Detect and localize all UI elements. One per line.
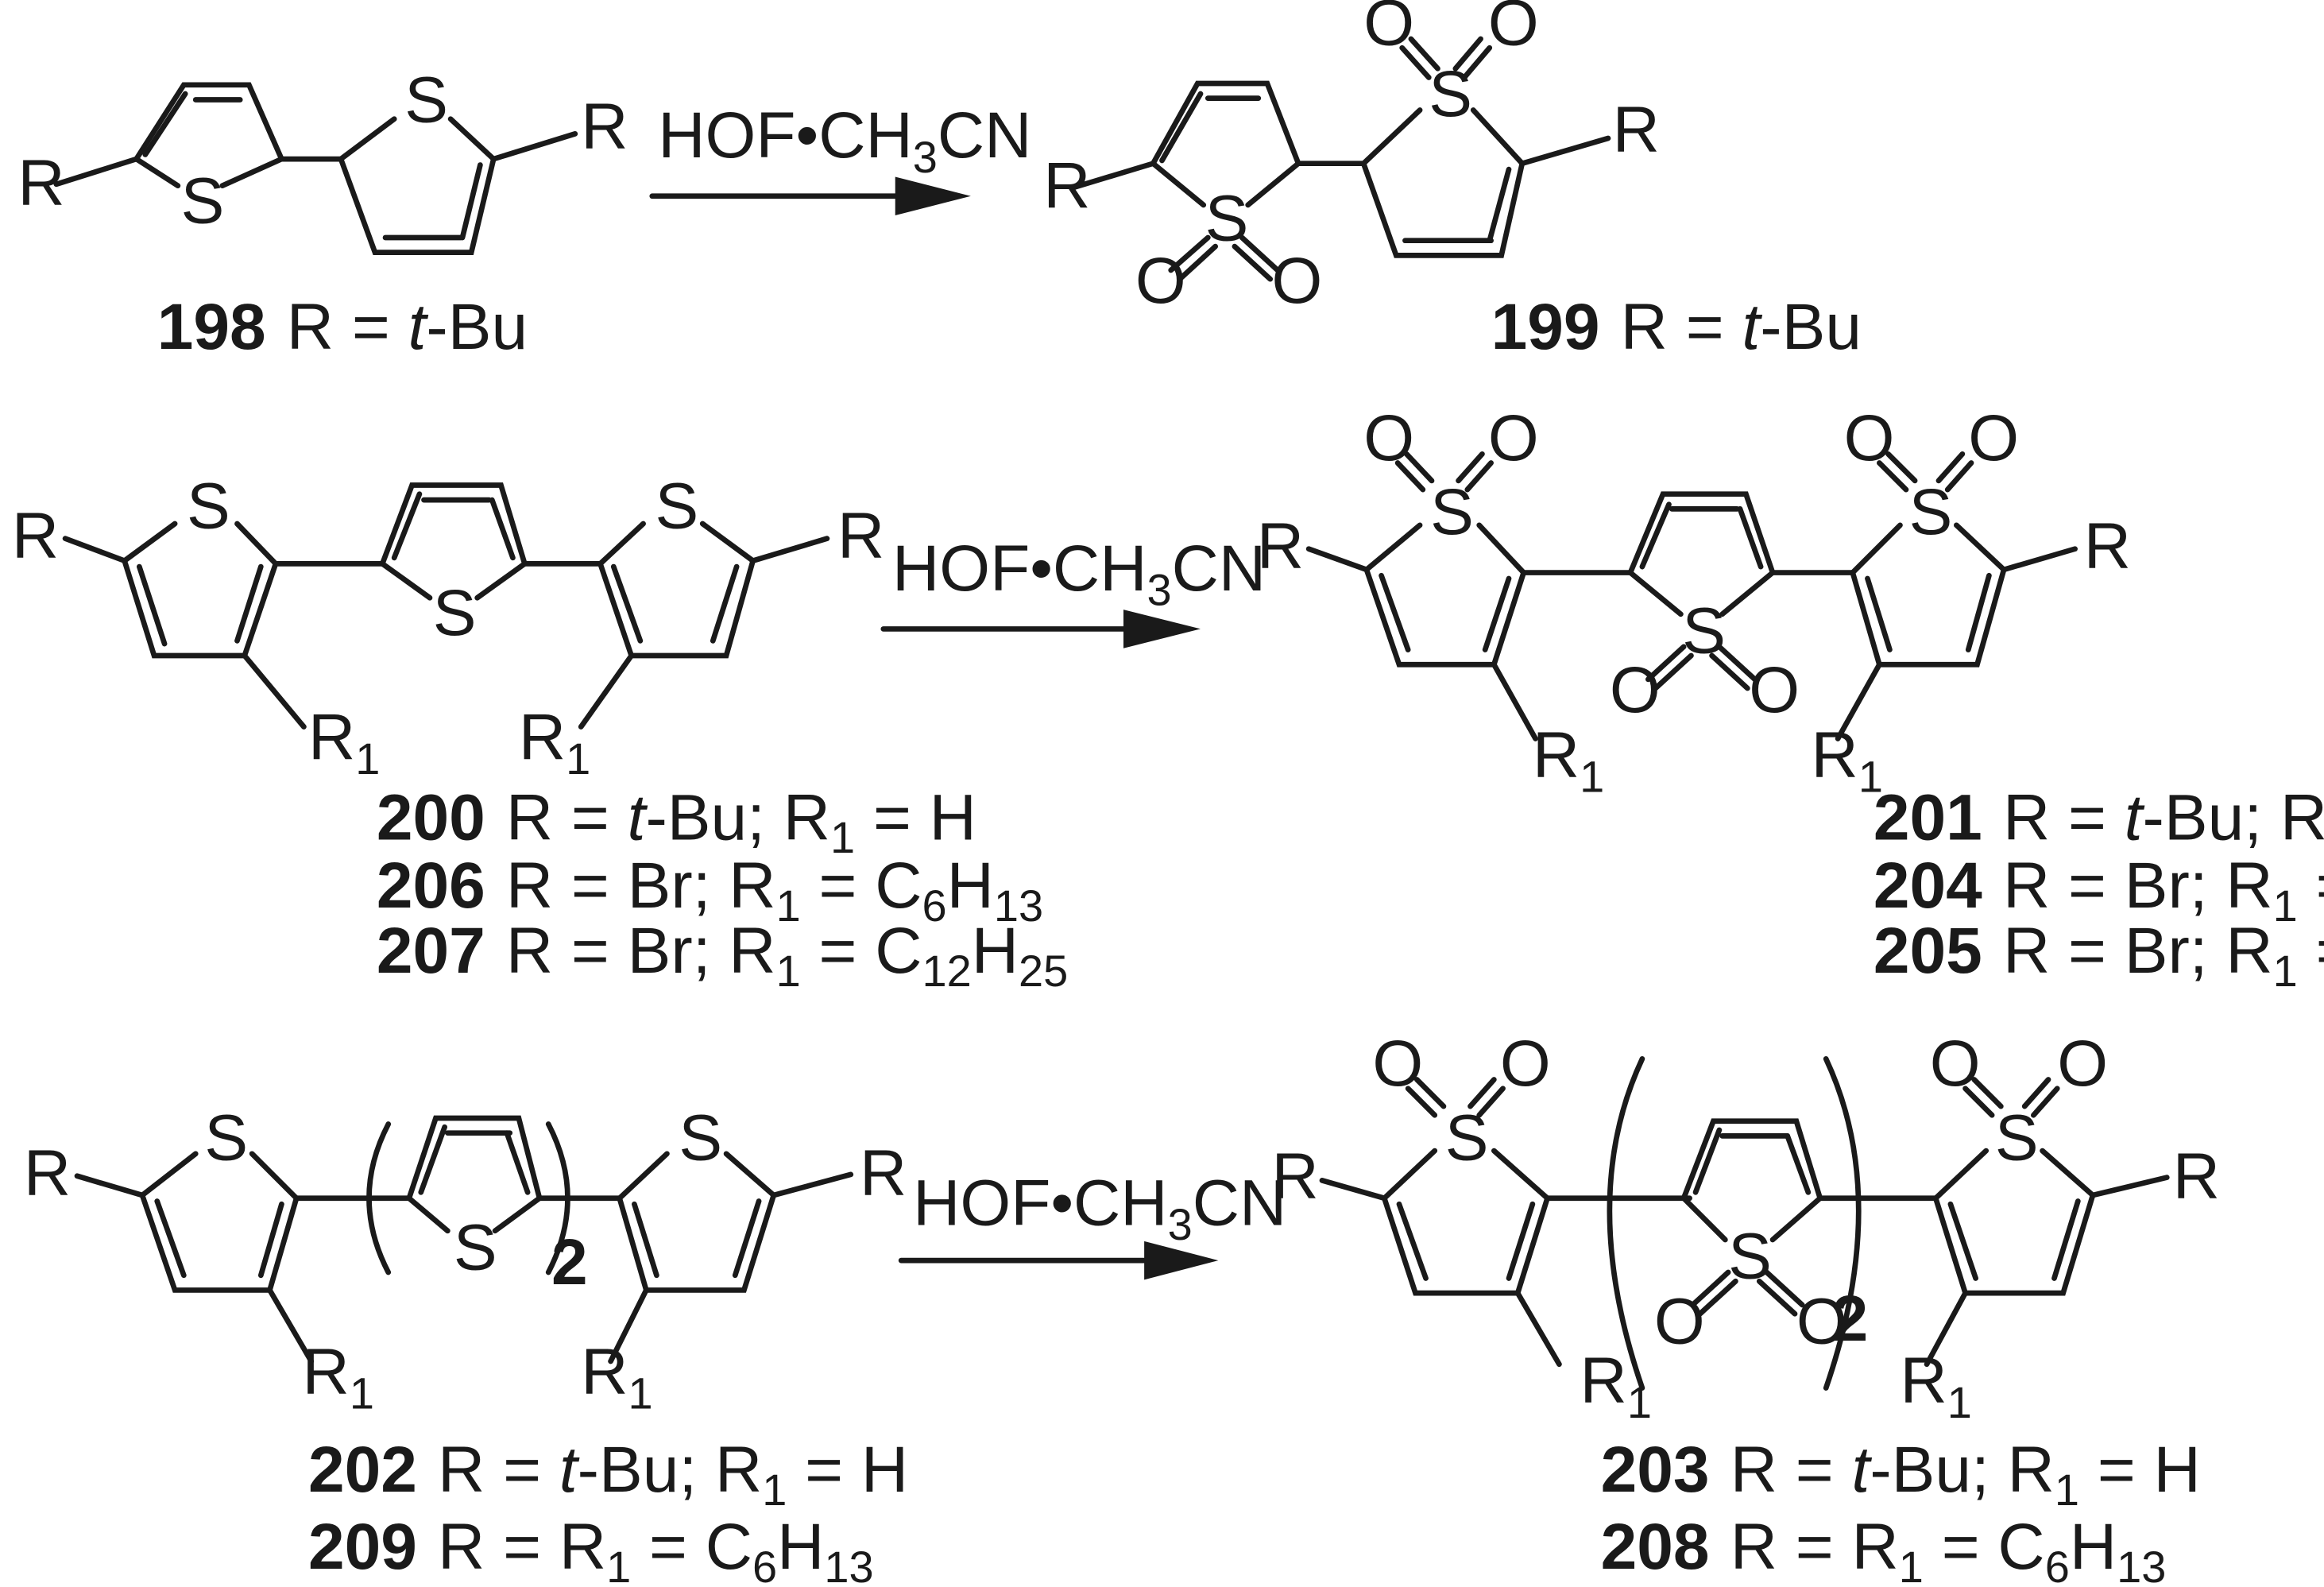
repeat-count: 2: [551, 1226, 588, 1299]
atom-R: R: [1613, 94, 1660, 166]
atom-R: R: [24, 1137, 71, 1210]
atom-R: R: [12, 500, 59, 572]
atom-R1: R1: [1900, 1345, 1971, 1427]
atom-S: S: [1728, 1220, 1772, 1292]
atom-R: R: [860, 1137, 907, 1210]
atom-O: O: [1610, 654, 1661, 726]
atom-O: O: [1272, 245, 1323, 317]
atom-R: R: [581, 91, 628, 163]
atom-O: O: [1500, 1028, 1551, 1100]
atom-S: S: [1429, 58, 1472, 130]
structure-198: S S R R: [17, 64, 628, 255]
reaction-arrow-1: HOF•CH3CN: [649, 99, 1031, 215]
atom-O: O: [1749, 654, 1800, 726]
atom-O: O: [1363, 402, 1414, 474]
atom-S: S: [1445, 1101, 1489, 1174]
atom-S: S: [181, 165, 225, 237]
atom-O: O: [1488, 0, 1539, 59]
atom-S: S: [1995, 1101, 2039, 1174]
atom-R1: R1: [1533, 719, 1604, 802]
atom-O: O: [1488, 402, 1539, 474]
atom-O: O: [1796, 1286, 1847, 1358]
atom-S: S: [679, 1101, 722, 1174]
structure-199: S S O O O O R R: [1043, 0, 1660, 317]
reaction-arrow-3: HOF•CH3CN: [898, 1167, 1286, 1280]
atom-R1: R1: [1580, 1345, 1652, 1427]
atom-S: S: [1430, 476, 1474, 548]
atom-S: S: [1682, 594, 1726, 667]
atom-R: R: [1272, 1140, 1319, 1213]
atom-R: R: [17, 147, 64, 219]
atom-S: S: [454, 1211, 497, 1283]
atom-R: R: [2084, 510, 2131, 583]
atom-R1: R1: [1812, 719, 1883, 802]
atom-R: R: [1043, 150, 1090, 223]
atom-R1: R1: [303, 1336, 374, 1419]
atom-S: S: [187, 470, 230, 543]
atom-O: O: [1968, 402, 2019, 474]
atom-S: S: [204, 1101, 248, 1174]
atom-O: O: [1844, 402, 1895, 474]
reaction-arrow-2: HOF•CH3CN: [880, 532, 1266, 648]
atom-R1: R1: [519, 702, 590, 784]
repeat-count: 2: [1832, 1283, 1869, 1355]
structure-202: S S S 2 R R R1 R1: [24, 1101, 907, 1418]
atom-R1: R1: [308, 702, 380, 784]
structure-200: S S S R R R1 R1: [12, 470, 884, 784]
structure-203: S S S O O O O O O 2 R R R1 R1: [1272, 1028, 2220, 1427]
atom-S: S: [1205, 183, 1249, 255]
atom-O: O: [1372, 1028, 1423, 1100]
atom-R1: R1: [581, 1336, 652, 1419]
atom-S: S: [1909, 476, 1953, 548]
atom-R: R: [2173, 1140, 2220, 1213]
atom-O: O: [1930, 1028, 1981, 1100]
atom-R: R: [1257, 510, 1304, 583]
atom-S: S: [404, 64, 448, 136]
atom-O: O: [1363, 0, 1414, 59]
structure-201: S S S O O O O O O R R R1 R1: [1257, 402, 2131, 802]
atom-O: O: [1654, 1286, 1705, 1358]
atom-S: S: [433, 577, 477, 649]
atom-O: O: [2057, 1028, 2108, 1100]
atom-O: O: [1135, 245, 1186, 317]
reagent-label: HOF•CH3CN: [913, 1167, 1286, 1249]
reagent-label: HOF•CH3CN: [658, 99, 1031, 182]
reagent-label: HOF•CH3CN: [892, 532, 1266, 615]
atom-R: R: [837, 500, 884, 572]
atom-S: S: [655, 470, 699, 543]
